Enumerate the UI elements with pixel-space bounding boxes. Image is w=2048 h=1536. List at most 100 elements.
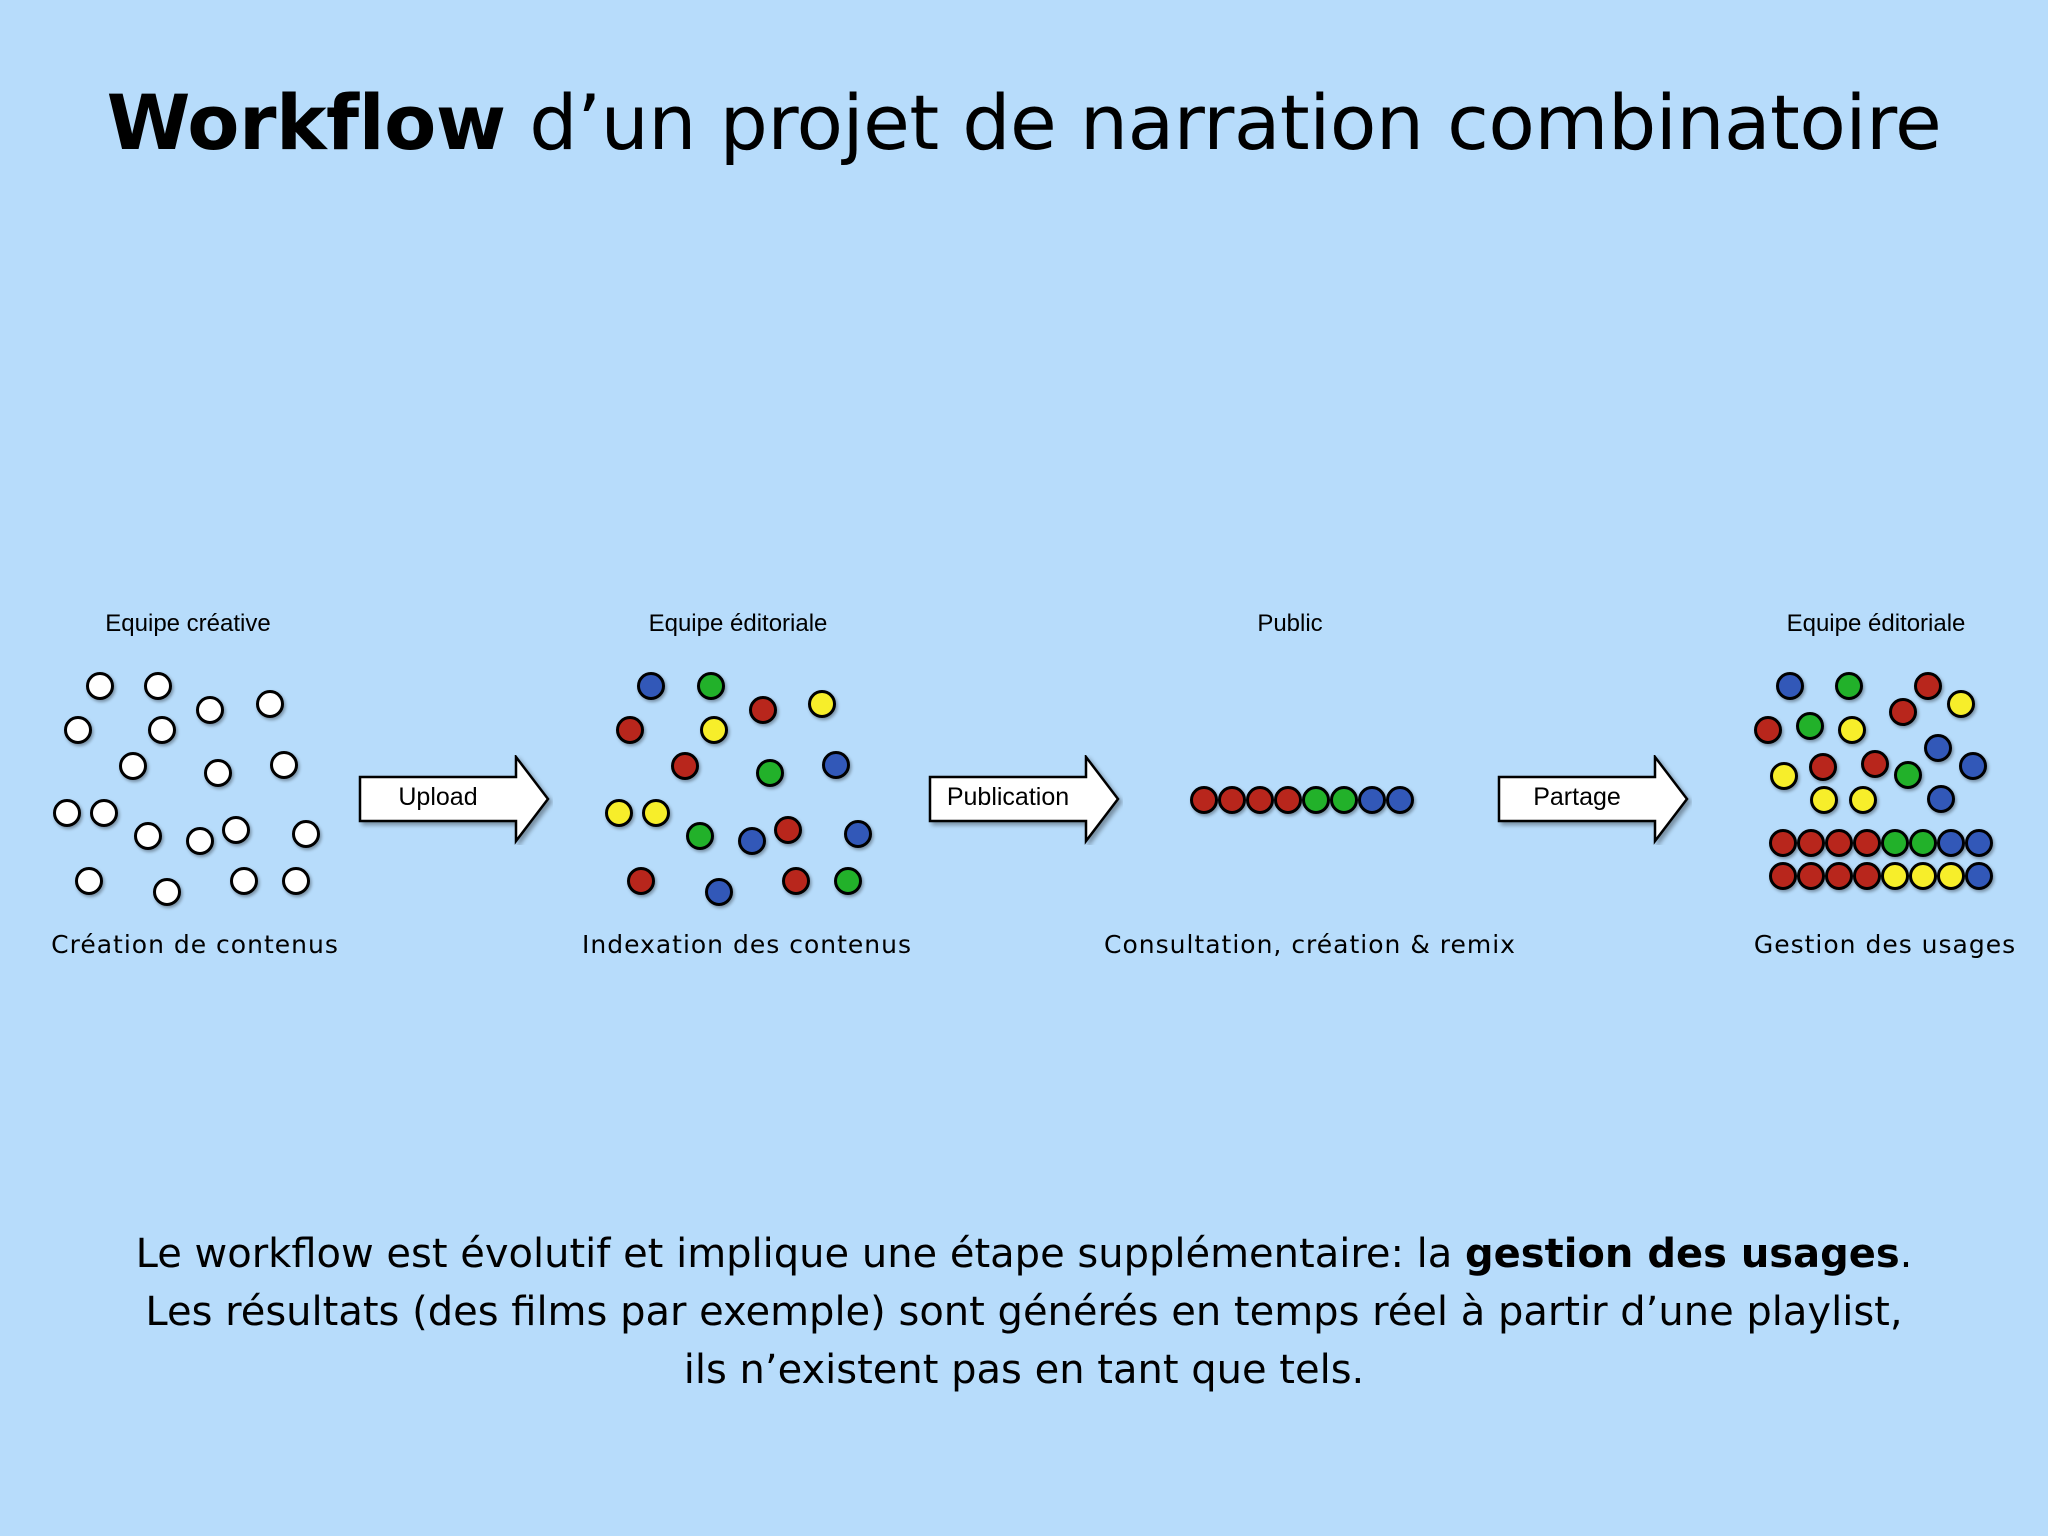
content-ball	[144, 672, 172, 700]
content-ball	[1769, 862, 1797, 890]
content-ball	[834, 867, 862, 895]
caption-indexation: Indexation des contenus	[582, 930, 912, 959]
content-ball	[749, 696, 777, 724]
content-ball	[1770, 762, 1798, 790]
content-ball	[844, 820, 872, 848]
content-ball	[822, 751, 850, 779]
footer-line-1: Le workflow est évolutif et implique une…	[0, 1225, 2048, 1283]
publication-label: Publication	[946, 783, 1070, 811]
content-ball	[1754, 716, 1782, 744]
footer-line-1-pre: Le workflow est évolutif et implique une…	[135, 1231, 1466, 1277]
content-ball	[282, 867, 310, 895]
content-ball	[1302, 786, 1330, 814]
ball-group-public	[1190, 786, 1414, 814]
content-ball	[1849, 786, 1877, 814]
content-ball	[1330, 786, 1358, 814]
content-ball	[196, 696, 224, 724]
content-ball	[756, 759, 784, 787]
content-ball	[1937, 829, 1965, 857]
content-ball	[1796, 712, 1824, 740]
upload-arrow: Upload	[358, 755, 553, 845]
content-ball	[782, 867, 810, 895]
content-ball	[1965, 829, 1993, 857]
content-ball	[134, 822, 162, 850]
content-ball	[1909, 829, 1937, 857]
content-ball	[119, 752, 147, 780]
footer-line-1-post: .	[1899, 1231, 1913, 1277]
content-ball	[1909, 862, 1937, 890]
content-ball	[1809, 753, 1837, 781]
content-ball	[148, 716, 176, 744]
footer-text: Le workflow est évolutif et implique une…	[0, 1225, 2048, 1399]
content-ball	[1853, 829, 1881, 857]
content-ball	[64, 716, 92, 744]
content-ball	[1797, 862, 1825, 890]
content-ball	[1246, 786, 1274, 814]
content-ball	[1959, 752, 1987, 780]
ball-group-usage	[1754, 672, 1993, 890]
content-ball	[292, 820, 320, 848]
content-ball	[705, 878, 733, 906]
content-ball	[1861, 750, 1889, 778]
upload-label: Upload	[398, 783, 478, 811]
content-ball	[270, 751, 298, 779]
content-ball	[1776, 672, 1804, 700]
title-rest: d’un projet de narration combinatoire	[505, 78, 1942, 167]
content-ball	[1881, 829, 1909, 857]
content-ball	[1924, 734, 1952, 762]
content-ball	[616, 716, 644, 744]
content-ball	[222, 816, 250, 844]
content-ball	[1797, 829, 1825, 857]
content-ball	[1769, 829, 1797, 857]
role-label-public: Public	[1257, 610, 1323, 637]
content-ball	[1927, 785, 1955, 813]
caption-creation: Création de contenus	[51, 930, 339, 959]
content-ball	[1853, 862, 1881, 890]
content-ball	[627, 867, 655, 895]
content-ball	[1835, 672, 1863, 700]
content-ball	[1894, 761, 1922, 789]
content-ball	[86, 672, 114, 700]
content-ball	[637, 672, 665, 700]
publication-arrow: Publication	[928, 755, 1123, 845]
content-ball	[256, 690, 284, 718]
content-ball	[75, 867, 103, 895]
ball-group-creative	[53, 672, 320, 906]
content-ball	[1947, 690, 1975, 718]
content-ball	[153, 878, 181, 906]
content-ball	[738, 827, 766, 855]
content-ball	[90, 799, 118, 827]
content-ball	[230, 867, 258, 895]
partage-arrow: Partage	[1497, 755, 1692, 845]
content-ball	[186, 827, 214, 855]
ball-group-editorial	[605, 672, 872, 906]
caption-gestion: Gestion des usages	[1753, 930, 2017, 959]
content-ball	[1825, 862, 1853, 890]
content-ball	[1914, 672, 1942, 700]
content-ball	[204, 759, 232, 787]
content-ball	[1358, 786, 1386, 814]
content-ball	[1190, 786, 1218, 814]
content-ball	[1825, 829, 1853, 857]
footer-line-3: ils n’existent pas en tant que tels.	[683, 1347, 1365, 1393]
content-ball	[697, 672, 725, 700]
footer-line-1-bold: gestion des usages	[1465, 1231, 1900, 1277]
content-ball	[1881, 862, 1909, 890]
content-ball	[1810, 786, 1838, 814]
partage-label: Partage	[1533, 783, 1621, 811]
content-ball	[774, 816, 802, 844]
content-ball	[1965, 862, 1993, 890]
title-bold: Workflow	[106, 78, 506, 167]
content-ball	[53, 799, 81, 827]
content-ball	[671, 752, 699, 780]
content-ball	[1937, 862, 1965, 890]
content-ball	[808, 690, 836, 718]
role-label-editorial-usage: Equipe éditoriale	[1786, 610, 1966, 637]
content-ball	[1889, 698, 1917, 726]
role-label-creative: Equipe créative	[105, 610, 271, 637]
content-ball	[1218, 786, 1246, 814]
content-ball	[642, 799, 670, 827]
slide-title: Workflow d’un projet de narration combin…	[0, 78, 2048, 167]
